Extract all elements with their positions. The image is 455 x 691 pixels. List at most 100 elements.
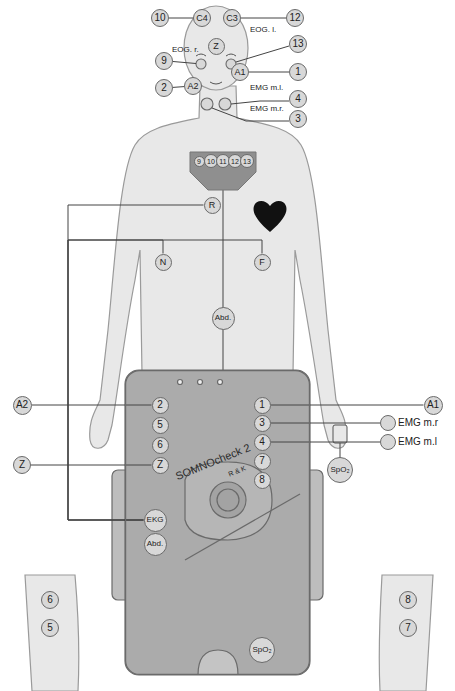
callout-number: 6 [157,440,163,450]
leader-wire [68,240,163,520]
recorder-device: SOMNOcheck 2R & K1235467Z8EKGAbd.SpO₂ [125,370,310,675]
recorder-housing-part [210,482,246,518]
callout-circle: 9 [194,156,205,167]
callout-number: 5 [157,420,163,430]
head-electrodes-part [219,98,231,110]
chest-connector-part [190,152,256,190]
leader-wire [68,240,262,520]
callout-circle: 6 [41,591,59,609]
callout-circle: Abd. [144,533,167,556]
device-border [126,371,310,675]
callout-circle: A2 [13,396,32,415]
callout-circle: 2 [155,79,173,97]
callout-number: A1 [234,68,245,77]
callout-circle: Z [208,38,225,55]
callout-number: F [259,258,265,267]
channel-label: EOG. l. [250,26,276,34]
callout-circle: 4 [254,434,271,451]
callout-circle: R [204,197,221,214]
spo2-clip [333,425,347,443]
callout-number: 10 [207,158,215,165]
leader-lines-part [236,46,289,62]
callout-circle: 3 [289,110,307,128]
callout-circle: 1 [289,63,307,81]
leader-wire [271,423,381,424]
callout-circle: 5 [41,619,59,637]
callout-number: EKG [147,516,164,524]
callout-circle: 2 [152,397,169,414]
recorder-housing-part [198,650,238,675]
recorder-housing-part [125,370,310,675]
callout-number: 9 [197,158,201,165]
device-brand: SOMNOcheck 2 [174,442,252,482]
callout-number: 10 [154,13,165,23]
callout-circle: 8 [254,472,271,489]
callout-number: 1 [295,67,301,77]
callout-number: Abd. [147,540,163,548]
callout-number: C4 [196,14,208,23]
callout-circle: A1 [424,396,443,415]
leader-wire [241,18,286,19]
leader-lines-part [231,101,289,104]
head-electrodes-part [201,98,213,110]
heart-symbol [254,201,287,232]
callout-circle: 8 [399,591,417,609]
body-outline-part [379,575,433,691]
body-outline-part [25,575,79,691]
leader-lines-part [223,190,224,370]
callout-number: 3 [259,418,265,428]
callout-number: R [209,201,216,210]
recorder-housing [112,370,323,675]
callout-number: 6 [47,595,53,605]
callout-number: Z [19,460,25,470]
callout-number: 11 [219,158,226,165]
callout-number: 1 [259,400,265,410]
callout-number: A2 [16,400,28,410]
callout-number: 12 [289,13,300,23]
callout-circle: Z [152,457,169,474]
callout-number: A1 [427,400,439,410]
callout-circle: C3 [223,9,241,27]
callout-number: N [160,258,167,267]
recorder-housing-part [178,380,183,385]
leader-wire [169,18,193,19]
callout-circle: 7 [254,453,271,470]
callout-circle: SpO₂ [327,457,353,483]
callout-circle: Abd. [212,307,235,330]
callout-number: 3 [295,114,301,124]
callout-number: 7 [259,456,265,466]
recorder-housing-part [217,489,239,511]
recorder-housing-part [198,380,203,385]
leader-wire [173,86,184,88]
channel-label: EMG m.l. [250,84,283,92]
callout-circle: 9 [155,52,173,70]
callout-circle: 10 [151,9,169,27]
leader-wire [249,72,289,73]
body-outline [25,6,433,691]
head-electrodes [196,59,236,110]
face [196,54,236,84]
callout-number: 7 [405,623,411,633]
callout-circle: 12 [286,9,304,27]
face-part [210,82,222,84]
leader-wire [31,465,152,466]
callout-circle: 3 [254,415,271,432]
callout-circle: 13 [289,35,307,53]
callout-number: Z [157,460,163,470]
leader-wire [271,442,381,443]
callout-circle: 6 [152,437,169,454]
channel-label: EOG. r. [172,46,199,54]
channel-name: EMG m.r [398,418,438,428]
chest-connector [190,152,256,190]
callout-number: Abd. [215,314,231,322]
callout-circle: 4 [289,90,307,108]
callout-circle: A1 [231,63,249,81]
leader-lines-part [340,443,341,458]
callout-circle: 1 [254,397,271,414]
callout-circle: Z [13,456,31,474]
callout-circle: 13 [240,154,254,168]
callout-number: C3 [226,14,238,23]
callout-number: 12 [231,158,239,165]
electrode-socket: EMG m.l [380,434,396,450]
